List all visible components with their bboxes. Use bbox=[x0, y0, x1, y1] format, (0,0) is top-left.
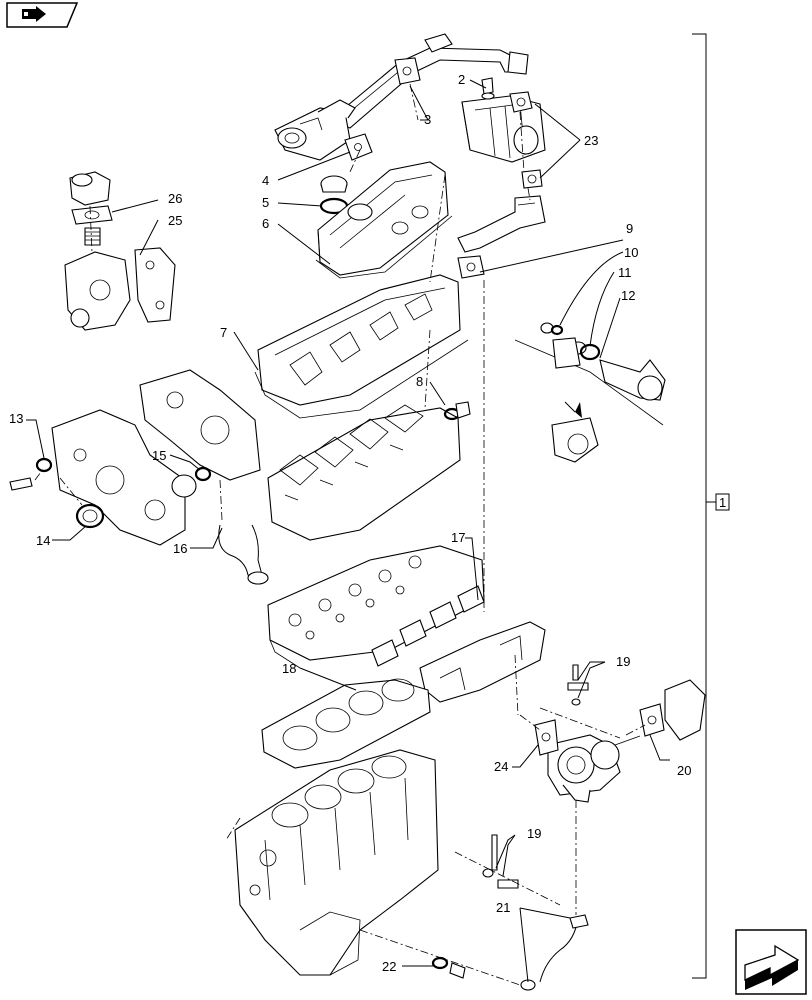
callout-10: 10 bbox=[624, 245, 638, 260]
callout-14: 14 bbox=[36, 533, 50, 548]
group-bracket bbox=[692, 33, 730, 979]
callout-2: 2 bbox=[458, 72, 465, 87]
book-arrow-icon[interactable] bbox=[6, 2, 79, 28]
callout-23: 23 bbox=[584, 133, 598, 148]
egr-pipe-assembly bbox=[274, 33, 529, 161]
callout-15: 15 bbox=[152, 448, 166, 463]
cam-cover bbox=[254, 274, 469, 419]
callout-21: 21 bbox=[496, 900, 510, 915]
callout-1: 1 bbox=[719, 495, 726, 510]
rocker-cover bbox=[315, 161, 453, 279]
alignment-lines bbox=[34, 83, 646, 986]
leader-lines bbox=[26, 79, 670, 983]
head-gasket bbox=[261, 678, 431, 769]
callout-18: 18 bbox=[282, 661, 296, 676]
callout-13: 13 bbox=[9, 411, 23, 426]
cylinder-head bbox=[267, 545, 546, 703]
callout-11: 11 bbox=[618, 265, 632, 280]
callout-19-lower: 19 bbox=[527, 826, 541, 841]
callout-26: 26 bbox=[168, 191, 182, 206]
callout-24: 24 bbox=[494, 759, 508, 774]
callout-25: 25 bbox=[168, 213, 182, 228]
callout-5: 5 bbox=[262, 195, 269, 210]
next-page-arrow-icon[interactable] bbox=[735, 929, 807, 995]
callout-6: 6 bbox=[262, 216, 269, 231]
callout-16: 16 bbox=[173, 541, 187, 556]
egr-cooler bbox=[457, 77, 546, 279]
callout-12: 12 bbox=[621, 288, 635, 303]
callout-7: 7 bbox=[220, 325, 227, 340]
oil-cooler-assembly bbox=[514, 322, 666, 463]
timing-cover bbox=[9, 369, 269, 585]
callout-8: 8 bbox=[416, 374, 423, 389]
callout-17: 17 bbox=[451, 530, 465, 545]
callout-3: 3 bbox=[424, 112, 431, 127]
turbocharger bbox=[534, 664, 706, 803]
callout-22: 22 bbox=[382, 959, 396, 974]
cam-carrier bbox=[267, 401, 471, 541]
callout-20: 20 bbox=[677, 763, 691, 778]
callout-19-upper: 19 bbox=[616, 654, 630, 669]
callout-labels: 1 2 3 4 5 6 7 8 9 10 11 12 13 14 15 16 1… bbox=[9, 72, 726, 974]
callout-9: 9 bbox=[626, 221, 633, 236]
cylinder-block bbox=[234, 749, 439, 976]
oil-drain-pipe bbox=[431, 834, 589, 991]
thermostat-housing bbox=[64, 171, 176, 331]
callout-4: 4 bbox=[262, 173, 269, 188]
